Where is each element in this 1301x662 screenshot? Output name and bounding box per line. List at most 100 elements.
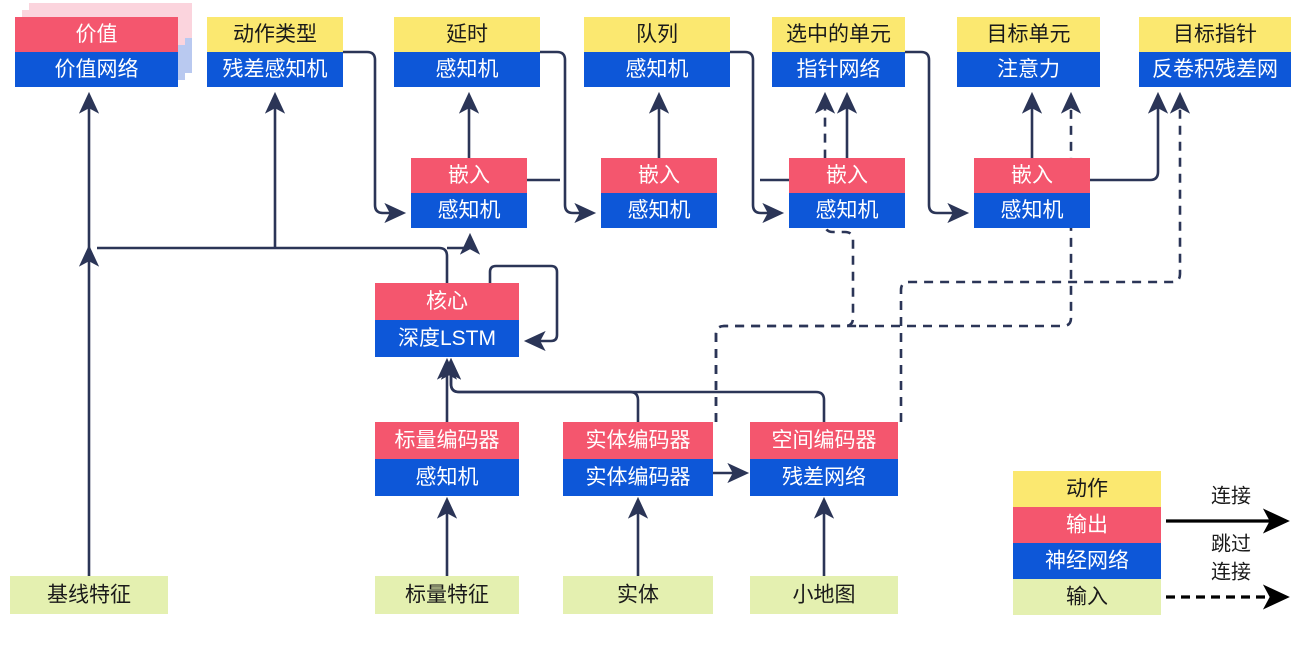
node-bottom-band (411, 193, 527, 228)
node-bottom-label: 感知机 (628, 199, 691, 222)
legend-swatch (1013, 507, 1161, 543)
legend-row-action: 动作 (1013, 471, 1161, 507)
input-node-label: 标量特征 (405, 584, 489, 607)
input-node-label: 小地图 (793, 584, 856, 607)
legend-swatch-label: 动作 (1066, 478, 1108, 501)
node-bottom-label: 感知机 (416, 466, 479, 489)
node-top-label: 队列 (636, 23, 678, 46)
node-top-label: 嵌入 (1011, 164, 1053, 187)
node-bottom-label: 实体编码器 (586, 466, 691, 489)
legend-row-output: 输出 (1013, 507, 1161, 543)
legend-row-network: 神经网络 (1013, 543, 1161, 579)
legend-solid-label: 连接 (1211, 484, 1251, 507)
node-top-label: 实体编码器 (586, 429, 691, 452)
node-bottom-band (394, 52, 540, 87)
node-bottom-label: 感知机 (1001, 199, 1064, 222)
edge-delay-to-emb2 (540, 50, 597, 224)
input-node-1[interactable]: 标量特征 (375, 576, 519, 614)
node-bottom-label: 感知机 (816, 199, 879, 222)
skip-entityenc-up (714, 324, 859, 422)
legend-swatch (1013, 579, 1161, 615)
node-bottom-label: 深度LSTM (398, 327, 496, 350)
edge-core-to-bus (97, 246, 449, 283)
input-node-label: 基线特征 (47, 584, 131, 607)
input-node-3[interactable]: 小地图 (750, 576, 898, 614)
node-top-label: 目标单元 (987, 23, 1071, 46)
node-top-band (750, 422, 898, 459)
node-top-band (772, 17, 905, 52)
node-bottom-band (789, 193, 905, 228)
legend-swatch (1013, 543, 1161, 579)
input-layer: 基线特征 标量特征 实体 小地图 (10, 576, 898, 614)
edge-layer (78, 50, 1169, 576)
node-top-band (411, 158, 527, 193)
node-top-band (601, 158, 717, 193)
node-bottom-band (1139, 52, 1291, 87)
node-top-band (207, 17, 343, 52)
node-top-label: 核心 (426, 290, 468, 313)
legend-row-input: 输入 (1013, 579, 1161, 615)
edge-bus-to-emb1 (447, 232, 481, 255)
node-layer: 价值价值网络动作类型残差感知机延时感知机队列感知机选中的单元指针网络目标单元注意… (15, 3, 1291, 496)
skip-entityenc-to-selunits (714, 91, 855, 422)
node-top-band (1139, 17, 1291, 52)
node-bottom-label: 残差感知机 (223, 58, 328, 81)
node-bottom-band (563, 459, 713, 496)
legend-swatch-label: 输出 (1066, 514, 1108, 537)
node-top-label: 目标指针 (1173, 23, 1257, 46)
node-bottom-label: 感知机 (438, 199, 501, 222)
node-bottom-band (15, 52, 178, 87)
node-top-band (789, 158, 905, 193)
node-bottom-band (772, 52, 905, 87)
node-bottom-label: 感知机 (436, 58, 499, 81)
input-node-box (375, 576, 519, 614)
node-top-band (563, 422, 713, 459)
node-bottom-band (750, 459, 898, 496)
node-top-label: 动作类型 (233, 23, 317, 46)
node-bottom-label: 感知机 (626, 58, 689, 81)
input-node-box (10, 576, 168, 614)
node-bottom-band (207, 52, 343, 87)
input-node-0[interactable]: 基线特征 (10, 576, 168, 614)
node-bottom-band (957, 52, 1100, 87)
skip-edge-layer (714, 91, 1191, 422)
node-bottom-label: 价值网络 (55, 58, 139, 81)
node-top-band (15, 17, 178, 52)
edge-selunits-to-emb4 (905, 50, 970, 224)
node-top-band (584, 17, 730, 52)
input-node-2[interactable]: 实体 (563, 576, 713, 614)
legend-dashed-label-2: 连接 (1211, 560, 1251, 583)
input-node-box (563, 576, 713, 614)
node-top-label: 价值 (76, 23, 118, 46)
node-bottom-label: 注意力 (997, 58, 1060, 81)
edge-core-self-loop (488, 264, 559, 352)
node-top-label: 标量编码器 (395, 429, 500, 452)
node-top-label: 空间编码器 (772, 429, 877, 452)
legend-swatch-label: 神经网络 (1045, 550, 1129, 573)
node-bottom-band (375, 459, 519, 496)
node-top-band (375, 283, 519, 320)
edge-emb4-right-feed (1090, 91, 1169, 182)
legend-dashed-label-1: 跳过 (1211, 532, 1251, 555)
node-top-label: 嵌入 (448, 164, 490, 187)
skip-spatialenc-to-tgtpoint (899, 91, 1191, 422)
